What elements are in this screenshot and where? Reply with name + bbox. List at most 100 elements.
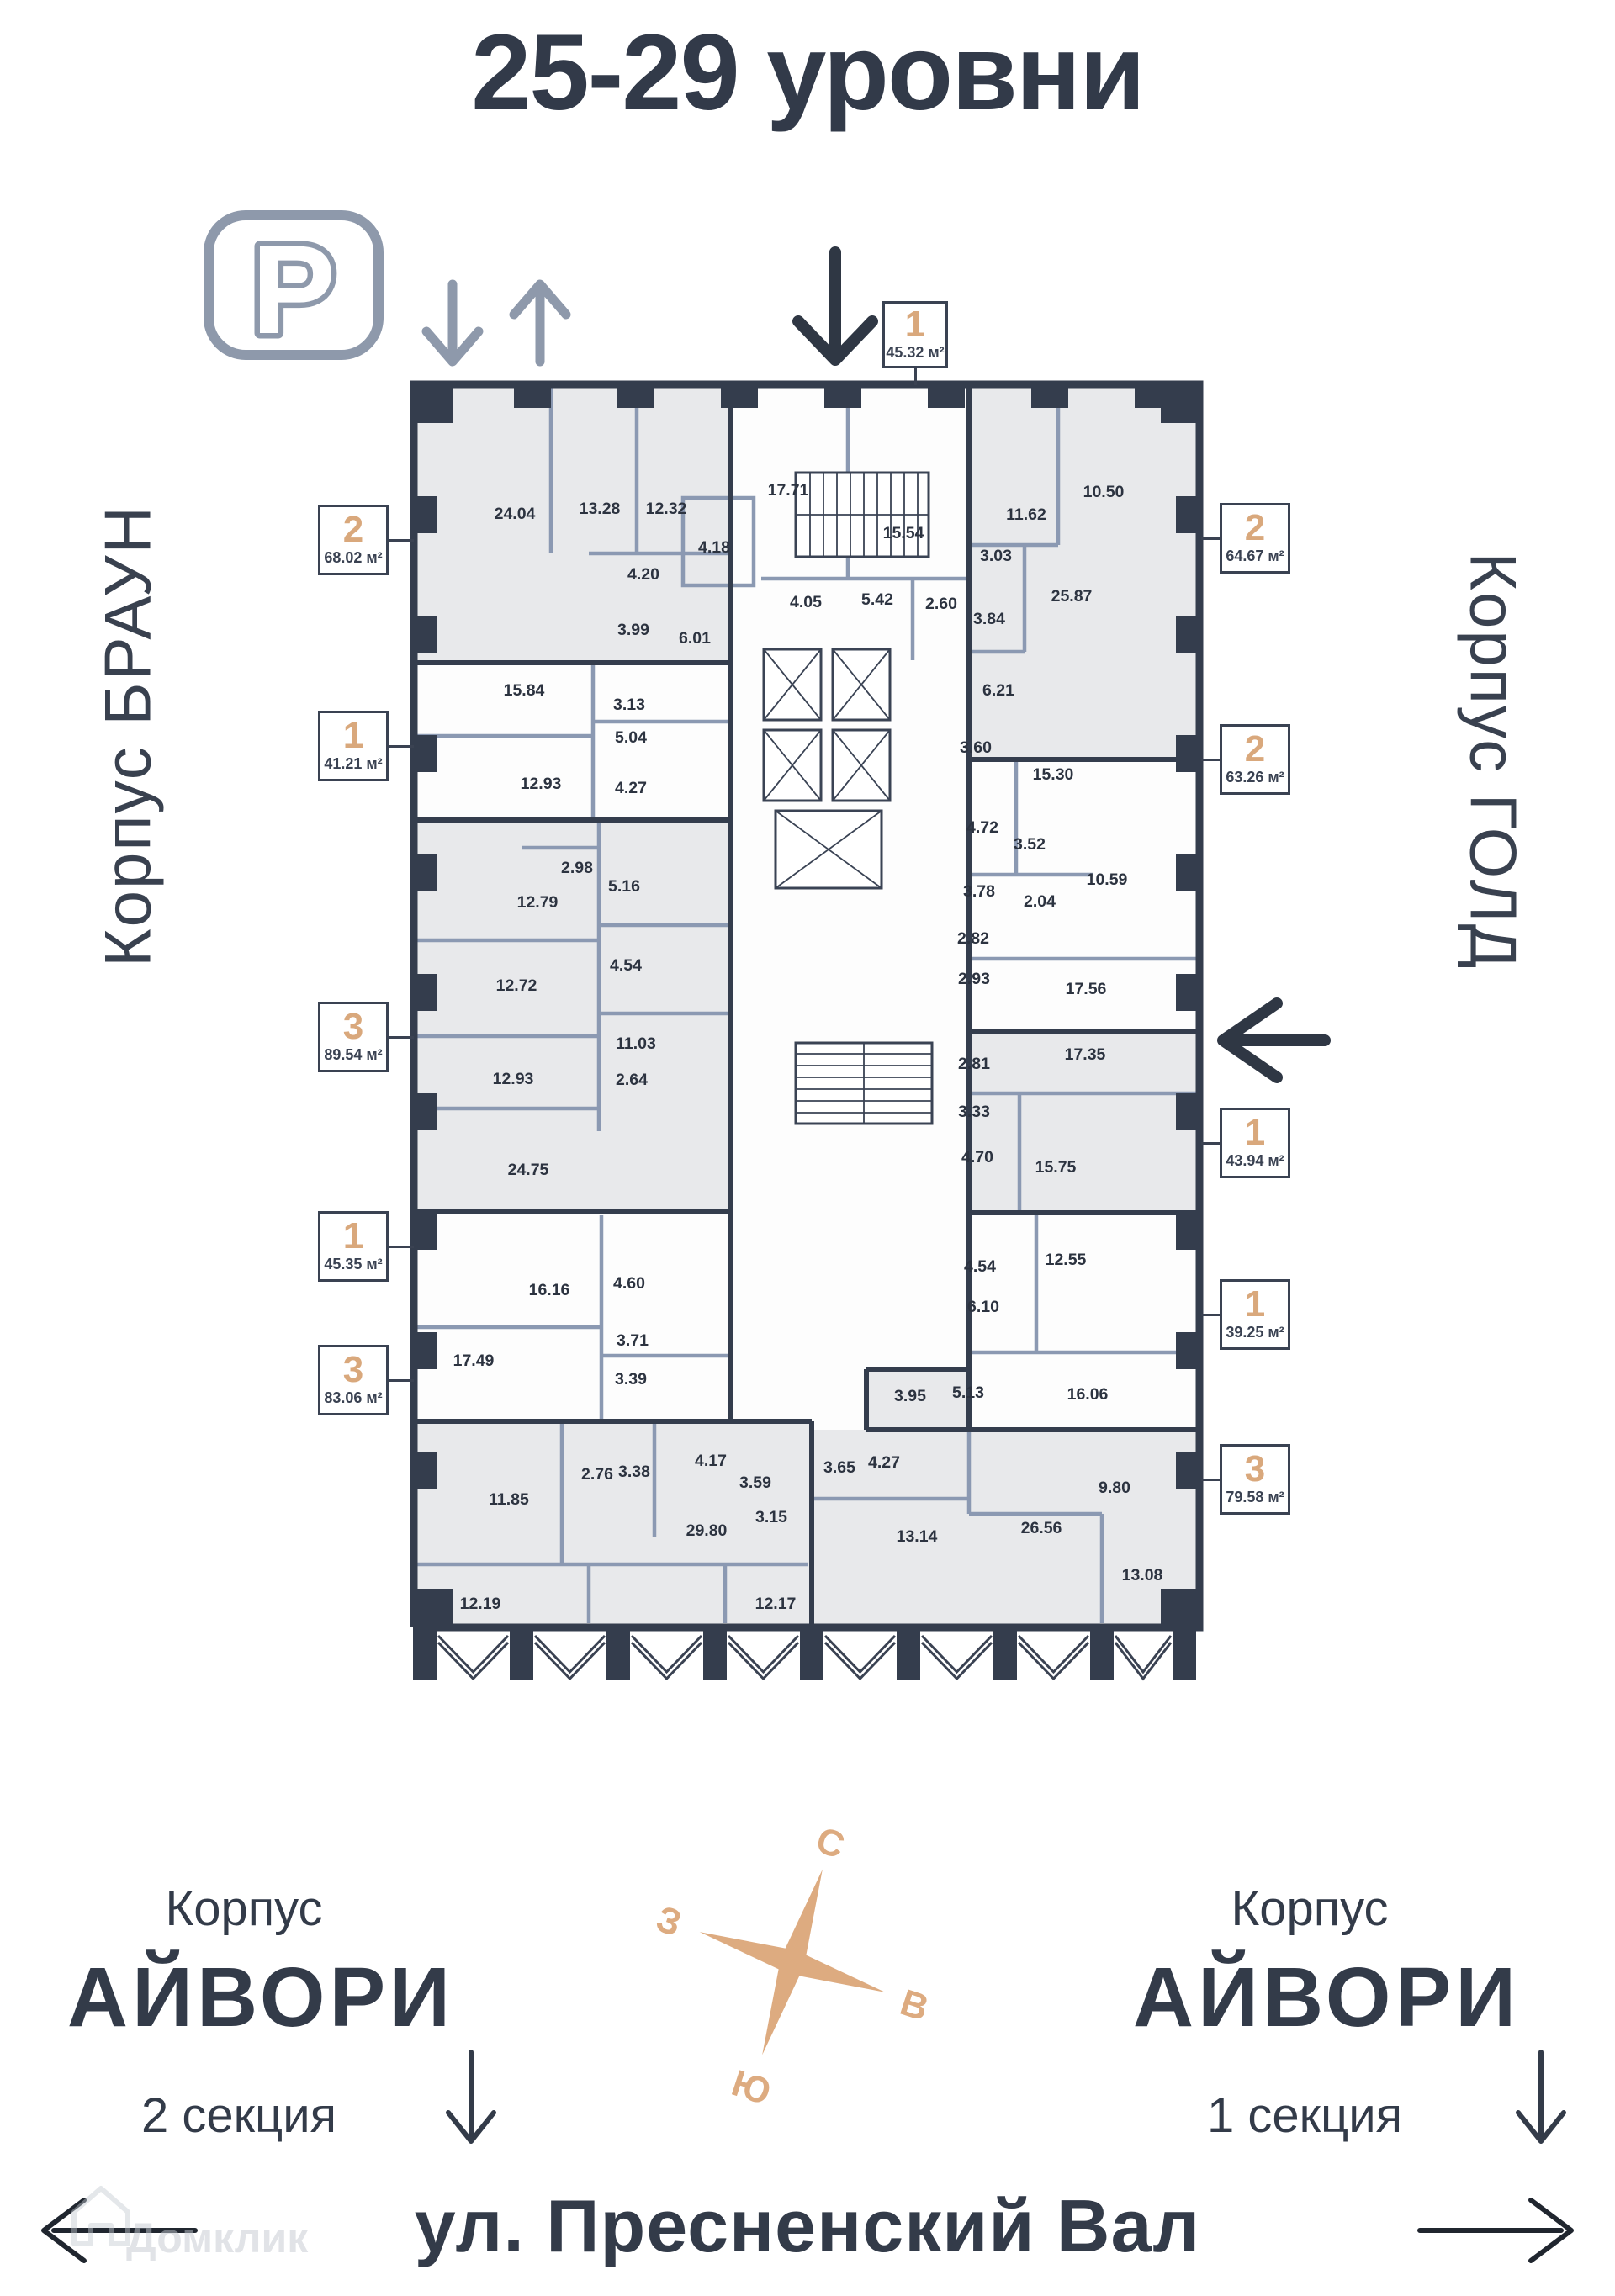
callout-connector-line [386,1379,414,1382]
room-area-label: 2.76 [581,1465,613,1484]
callout-connector-line [386,745,414,748]
room-area-label: 3.38 [618,1463,650,1481]
section-right-corpus: Корпус [1231,1881,1389,1936]
parking-icon: P [204,210,384,366]
room-area-label: 10.59 [1087,870,1128,889]
apartment-rooms-count: 2 [1244,506,1266,548]
apartment-area: 68.02 м² [324,549,383,567]
apartment-area: 45.35 м² [324,1256,383,1273]
apartment-area: 79.58 м² [1226,1489,1284,1506]
shaded-apartment-regions [414,384,1199,1627]
room-area-label: 3.52 [1014,835,1046,854]
section-right-down-arrow-icon [1516,2050,1566,2144]
room-area-label: 4.27 [615,779,647,797]
room-area-label: 12.55 [1046,1251,1087,1269]
room-area-label: 13.08 [1122,1566,1163,1584]
room-area-label: 6.01 [679,629,711,648]
apartment-rooms-count: 3 [342,1348,364,1390]
room-area-label: 6.10 [967,1298,999,1316]
apartment-area: 64.67 м² [1226,548,1284,565]
callout-connector-line [914,366,917,385]
room-area-label: 24.75 [508,1161,549,1179]
section-right-number: 1 секция [1206,2088,1403,2143]
room-area-label: 15.54 [883,524,924,542]
room-area-label: 2.81 [958,1055,990,1073]
balcony-glazing-zigzag [437,1634,1173,1681]
callout-connector-line [1201,1314,1222,1316]
room-area-label: 4.17 [695,1452,727,1470]
apartment-area: 63.26 м² [1226,769,1284,786]
page-title: 25-29 уровни [471,13,1146,133]
compass-east-label: В [895,1981,933,2029]
apartment-area: 83.06 м² [324,1389,383,1407]
room-area-label: 3.33 [958,1103,990,1121]
apartment-rooms-count: 1 [342,1214,364,1256]
facade-pilasters [413,384,1199,1680]
room-area-label: 10.50 [1083,483,1125,501]
room-area-label: 17.49 [453,1352,495,1370]
street-name: ул. Пресненский Вал [414,2184,1201,2267]
room-area-label: 2.98 [561,859,593,877]
room-area-label: 3.15 [755,1508,787,1526]
room-area-label: 13.28 [580,500,621,518]
room-area-label: 5.04 [615,728,647,747]
room-area-label: 5.16 [608,877,640,896]
room-area-label: 13.14 [897,1527,938,1546]
apartment-walls [414,384,1199,1627]
room-area-label: 2.93 [958,970,990,988]
entrance-arrow-top-icon [792,246,878,366]
room-area-label: 3.78 [963,882,995,901]
room-area-label: 25.87 [1051,587,1093,606]
room-area-label: 4.54 [610,956,642,975]
room-area-label: 12.32 [646,500,687,518]
section-left-down-arrow-icon [446,2050,496,2144]
room-area-label: 29.80 [686,1521,728,1540]
room-area-label: 3.03 [980,547,1012,565]
parking-up-arrow-icon [509,279,571,367]
room-area-label: 12.17 [755,1595,797,1613]
apartment-rooms-count: 1 [1244,1283,1266,1325]
room-area-label: 3.59 [739,1473,771,1492]
apartment-area: 39.25 м² [1226,1324,1284,1341]
apartment-area: 89.54 м² [324,1046,383,1064]
room-area-label: 5.42 [861,590,893,609]
room-area-label: 3.84 [973,610,1005,628]
callout-connector-line [1201,537,1222,540]
room-area-label: 9.80 [1099,1479,1130,1497]
callout-connector-line [1201,1479,1222,1481]
apartment-rooms-count: 2 [342,508,364,550]
room-area-label: 12.79 [517,893,559,912]
watermark-text: Домклик [126,2214,309,2262]
room-area-label: 4.20 [627,565,659,584]
room-area-label: 4.72 [966,818,998,837]
room-area-label: 15.84 [504,681,545,700]
room-area-label: 11.85 [489,1490,529,1509]
section-left-corpus: Корпус [165,1881,323,1936]
street-arrow-right-icon [1417,2198,1574,2263]
room-area-label: 12.19 [460,1595,501,1613]
room-area-label: 12.93 [521,775,562,793]
parking-letter: P [252,219,336,360]
room-area-label: 4.54 [964,1257,996,1276]
room-area-label: 4.05 [790,593,822,611]
room-area-label: 12.72 [496,976,537,995]
apartment-rooms-count: 1 [342,714,364,756]
callout-connector-line [1201,759,1222,761]
room-area-label: 24.04 [495,505,536,523]
room-area-label: 2.64 [616,1071,648,1089]
apartment-rooms-count: 1 [1244,1111,1266,1153]
room-area-label: 2.04 [1024,892,1056,911]
apartment-rooms-count: 3 [342,1005,364,1047]
